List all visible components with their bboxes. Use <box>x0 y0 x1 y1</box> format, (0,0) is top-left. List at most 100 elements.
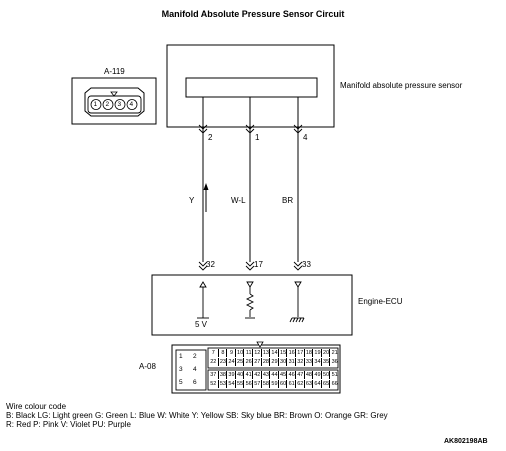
ecu-ground-circuit <box>289 281 305 323</box>
ecu-connector-pin: 44 <box>269 371 279 379</box>
sensor-connector-a119 <box>71 77 157 125</box>
ecu-connector-pin: 58 <box>260 380 271 388</box>
ecu-connector-pin: 35 <box>320 358 331 366</box>
ecu-connector-pin: 33 <box>303 358 314 366</box>
ecu-pin-number: 32 <box>206 260 215 269</box>
ecu-connector-pin: 50 <box>320 371 331 379</box>
ecu-connector-pin: 55 <box>234 380 245 388</box>
ecu-connector-pin: 8 <box>217 349 228 357</box>
ecu-connector-pin: 61 <box>286 380 296 388</box>
sensor-connector-pin: 4 <box>129 101 134 108</box>
ecu-connector-pin: 31 <box>286 358 296 366</box>
ecu-connector-pin: 38 <box>217 371 228 379</box>
ecu-box <box>151 274 353 336</box>
ecu-connector-pin: 60 <box>277 380 288 388</box>
ecu-connector-pin: 12 <box>252 349 262 357</box>
ecu-connector-pin: 17 <box>295 349 305 357</box>
ecu-connector-pin: 65 <box>320 380 331 388</box>
sensor-connector-pin: 2 <box>105 101 110 108</box>
sensor-label: Manifold absolute pressure sensor <box>340 81 463 90</box>
ecu-connector-pin: 45 <box>277 371 288 379</box>
ecu-connector-pin: 53 <box>217 380 228 388</box>
sensor-pin-number: 4 <box>303 133 308 142</box>
wire-color-label: Y <box>189 196 195 205</box>
ecu-connector-pin: 39 <box>226 371 236 379</box>
sensor-pin-number: 1 <box>255 133 260 142</box>
ecu-connector-pin: 36 <box>329 358 339 366</box>
figure-code: AK802198AB <box>444 438 488 445</box>
ecu-connector-pin: 27 <box>252 358 262 366</box>
ecu-pin-number: 17 <box>254 260 263 269</box>
ecu-connector-pin: 32 <box>295 358 305 366</box>
ecu-terminals <box>198 261 303 271</box>
ecu-pin-number: 33 <box>302 260 311 269</box>
ecu-connector-pin: 14 <box>269 349 279 357</box>
ecu-connector-pin: 19 <box>312 349 322 357</box>
ecu-connector-pin: 64 <box>312 380 322 388</box>
legend-heading: Wire colour code <box>6 402 67 411</box>
ecu-connector-pin: 9 <box>226 349 236 357</box>
ecu-connector-pin: 1 <box>179 353 183 360</box>
signal-direction-arrow <box>203 183 209 212</box>
ecu-connector-pin: 16 <box>286 349 296 357</box>
sensor-element <box>185 77 318 98</box>
ecu-connector-pin: 59 <box>269 380 279 388</box>
ecu-connector-pin: 25 <box>234 358 245 366</box>
ecu-connector-pin: 2 <box>193 353 197 360</box>
ecu-supply-voltage: 5 V <box>195 320 208 329</box>
sensor-terminals <box>198 124 303 134</box>
ecu-connector-pin: 56 <box>243 380 253 388</box>
ecu-connector-pin: 26 <box>243 358 253 366</box>
ecu-connector-pin: 5 <box>179 379 183 386</box>
ecu-supply-circuit <box>197 281 209 319</box>
ecu-resistor-circuit <box>245 281 255 319</box>
ecu-connector-label: A-08 <box>139 362 156 371</box>
ecu-connector-pin: 30 <box>277 358 288 366</box>
ecu-connector-pin: 21 <box>329 349 339 357</box>
ecu-connector-pin: 13 <box>260 349 271 357</box>
ecu-connector-pin: 42 <box>252 371 262 379</box>
sensor-connector-pin: 3 <box>117 101 122 108</box>
ecu-connector-pin: 57 <box>252 380 262 388</box>
ecu-connector-pin: 7 <box>211 350 215 356</box>
ecu-connector-pin: 62 <box>295 380 305 388</box>
ecu-connector-pin: 43 <box>260 371 271 379</box>
ecu-connector-pin: 40 <box>234 371 245 379</box>
ecu-connector-pin: 34 <box>312 358 322 366</box>
ecu-connector-pin: 41 <box>243 371 253 379</box>
ecu-connector-pin: 48 <box>303 371 314 379</box>
ecu-connector-pin: 49 <box>312 371 322 379</box>
ecu-connector-pin: 22 <box>210 359 217 365</box>
ecu-connector-pin: 11 <box>243 349 253 357</box>
ecu-connector-pin: 6 <box>193 379 197 386</box>
ecu-connector-pin: 28 <box>260 358 271 366</box>
ecu-connector-pin: 23 <box>217 358 228 366</box>
ecu-connector-pin: 18 <box>303 349 314 357</box>
sensor-pin-number: 2 <box>208 133 213 142</box>
wire-color-label: BR <box>282 196 294 205</box>
ecu-connector-pin: 3 <box>179 366 183 373</box>
ecu-connector-pin: 66 <box>329 380 339 388</box>
ecu-connector-pin: 4 <box>193 366 197 373</box>
wire-color-label: W-L <box>231 196 246 205</box>
ecu-connector-pin: 29 <box>269 358 279 366</box>
ecu-connector-pin: 47 <box>295 371 305 379</box>
ecu-connector-pin: 54 <box>226 380 236 388</box>
ecu-connector-pin: 46 <box>286 371 296 379</box>
diagram-title: Manifold Absolute Pressure Sensor Circui… <box>161 9 345 19</box>
ecu-label: Engine-ECU <box>358 297 403 306</box>
ecu-connector-pin: 20 <box>320 349 331 357</box>
ecu-connector-pin: 15 <box>277 349 288 357</box>
sensor-connector-pin: 1 <box>93 101 98 108</box>
ecu-connector-pin: 52 <box>210 381 217 387</box>
ecu-connector-pin: 24 <box>226 358 236 366</box>
sensor-connector-label: A-119 <box>104 67 125 76</box>
ecu-connector-a08 <box>171 341 341 394</box>
legend-line-2: R: Red P: Pink V: Violet PU: Purple <box>6 420 131 429</box>
ecu-connector-pin: 63 <box>303 380 314 388</box>
ecu-connector-pin: 37 <box>210 372 217 378</box>
legend-line-1: B: Black LG: Light green G: Green L: Blu… <box>6 411 388 420</box>
ecu-connector-pin: 51 <box>329 371 339 379</box>
ecu-connector-pin: 10 <box>234 349 245 357</box>
